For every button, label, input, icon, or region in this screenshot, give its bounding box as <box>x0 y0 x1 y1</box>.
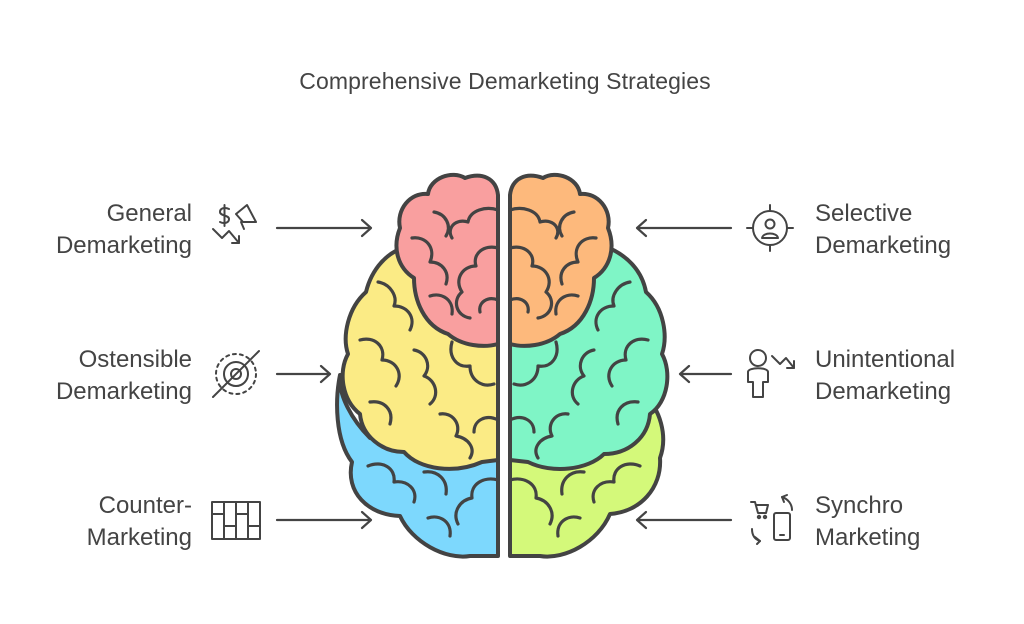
brain-fold <box>508 297 530 314</box>
brain-fold <box>512 340 559 387</box>
brain-fold <box>560 470 586 496</box>
brain-fold <box>410 236 449 286</box>
brain-fold <box>454 477 500 526</box>
person-down-arrow-icon <box>747 349 795 398</box>
dollar-megaphone-down-trend-icon <box>212 204 257 244</box>
brain-fold <box>368 400 393 426</box>
brain-fold <box>615 400 640 426</box>
brain-fold <box>554 293 580 316</box>
brain-fold <box>426 515 452 538</box>
brain-fold <box>508 416 536 434</box>
brain-fold <box>432 210 450 238</box>
brain-fold <box>428 293 454 316</box>
crossed-target-icon <box>212 350 260 398</box>
brain-fold <box>376 280 414 332</box>
brain-fold <box>366 462 417 504</box>
arrow-counter <box>275 510 373 530</box>
cart-phone-sync-icon <box>750 494 793 545</box>
arrow-unintentional <box>678 364 733 384</box>
brain-lobe-orange <box>508 172 614 348</box>
brain-fold <box>534 412 570 460</box>
brain-fold <box>448 206 500 240</box>
label-general-demarketing: General Demarketing <box>55 200 192 259</box>
brain-fold <box>422 470 448 496</box>
brain-fold <box>570 348 596 406</box>
brain-fold <box>412 348 438 406</box>
arrow-ostensible <box>275 364 332 384</box>
arrow-synchro <box>635 510 733 530</box>
brain-fold <box>454 245 500 320</box>
brain-fold <box>607 337 650 388</box>
label-synchro-marketing: Synchro Marketing <box>815 492 921 551</box>
brain <box>335 172 670 559</box>
arrow-general <box>275 218 373 238</box>
label-ostensible-demarketing: Ostensible Demarketing <box>55 346 192 405</box>
brain-fold <box>438 412 474 460</box>
brain-fold <box>508 206 560 240</box>
brain-fold <box>508 245 554 320</box>
brain-fold <box>358 337 401 388</box>
label-counter-marketing: Counter- Marketing <box>86 492 192 551</box>
arrow-selective <box>635 218 733 238</box>
label-selective-demarketing: Selective Demarketing <box>815 200 952 259</box>
brain-fold <box>594 280 632 332</box>
brain-fold <box>559 236 598 286</box>
brain-fold <box>591 462 642 504</box>
diagram-title: Comprehensive Demarketing Strategies <box>299 68 711 94</box>
brain-fold <box>472 416 500 434</box>
brain-fold <box>508 477 554 526</box>
barrier-blocks-icon <box>211 501 261 540</box>
brain-fold <box>558 210 576 238</box>
brain-fold <box>449 340 496 387</box>
brain-fold <box>478 297 500 314</box>
targeted-person-icon <box>746 204 794 252</box>
brain-lobe-red <box>394 172 500 348</box>
label-unintentional-demarketing: Unintentional Demarketing <box>815 346 956 405</box>
brain-fold <box>556 515 582 538</box>
